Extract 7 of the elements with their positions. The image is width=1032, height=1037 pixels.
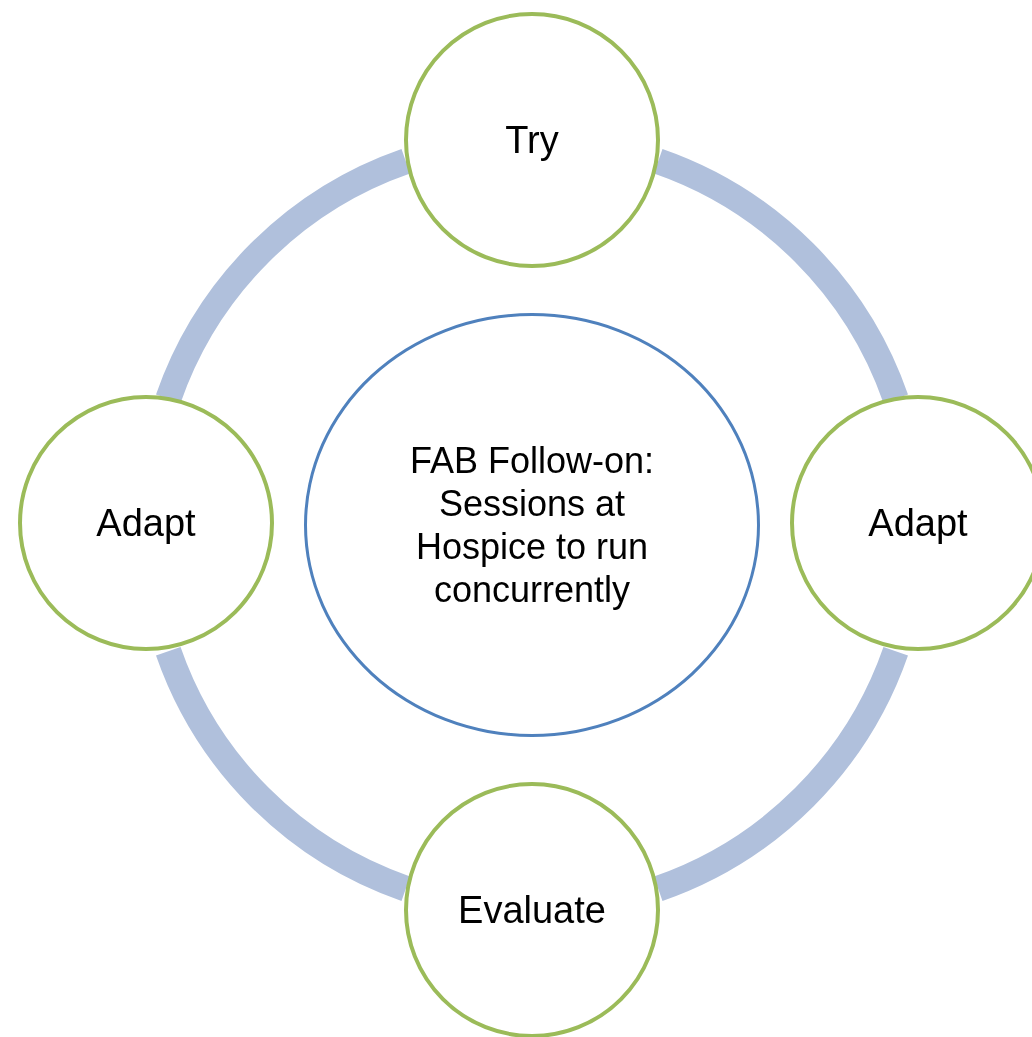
ring-connector [156, 646, 411, 901]
node-label: Adapt [96, 500, 196, 546]
node-label: Adapt [868, 500, 968, 546]
node-label: Evaluate [458, 887, 606, 933]
node-label: FAB Follow-on: Sessions at Hospice to run concurrently [408, 438, 656, 612]
node-label: Try [505, 117, 559, 163]
ring-connector [653, 646, 908, 901]
